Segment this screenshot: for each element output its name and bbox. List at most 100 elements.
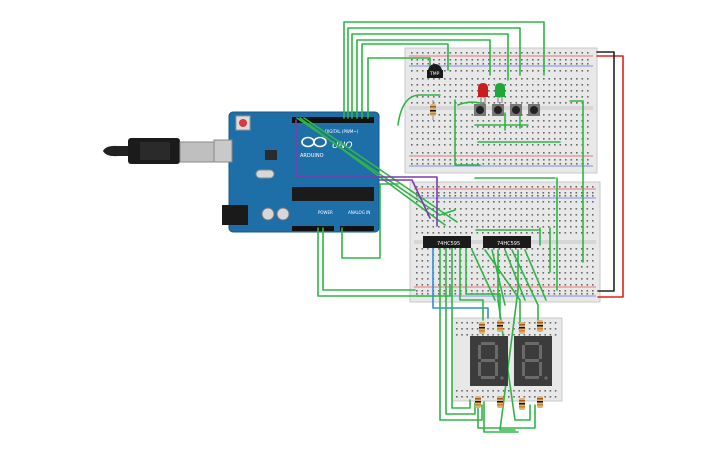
breadboard-hole bbox=[586, 272, 589, 274]
breadboard-hole bbox=[499, 132, 501, 134]
breadboard-hole bbox=[570, 290, 572, 292]
wire-blue[interactable] bbox=[432, 247, 489, 319]
breadboard-hole bbox=[438, 254, 440, 256]
arduino-board[interactable]: ARDUINO UNO DIGITAL (PWM~) POWER ANALOG … bbox=[213, 111, 380, 233]
push-button-1[interactable] bbox=[474, 104, 486, 116]
breadboard-hole bbox=[444, 114, 446, 116]
breadboard-hole bbox=[537, 226, 539, 228]
breadboard-hole bbox=[493, 220, 495, 222]
seven-segment-left[interactable] bbox=[470, 336, 508, 386]
breadboard-hole bbox=[554, 144, 556, 146]
wire-green-top[interactable] bbox=[343, 21, 561, 166]
breadboard-hole bbox=[520, 284, 523, 286]
breadboard-hole bbox=[476, 266, 479, 268]
led-green[interactable] bbox=[495, 83, 505, 103]
breadboard-hole bbox=[460, 90, 463, 92]
seven-segment-right[interactable] bbox=[514, 336, 552, 386]
breadboard-hole bbox=[549, 390, 552, 392]
breadboard-hole bbox=[559, 293, 561, 295]
breadboard-hole bbox=[482, 138, 485, 140]
breadboard-hole bbox=[488, 102, 490, 104]
breadboard-hole bbox=[542, 254, 545, 256]
breadboard-hole bbox=[460, 102, 463, 104]
breadboard-hole bbox=[438, 278, 440, 280]
breadboard-hole bbox=[493, 192, 495, 194]
temperature-sensor[interactable]: TMP bbox=[427, 64, 443, 78]
breadboard-hole bbox=[460, 120, 463, 122]
breadboard-hole bbox=[553, 266, 556, 268]
breadboard-hole bbox=[510, 144, 512, 146]
breadboard-hole bbox=[565, 163, 567, 165]
breadboard-hole bbox=[427, 126, 430, 128]
breadboard-hole bbox=[443, 214, 446, 216]
breadboard-hole bbox=[508, 328, 510, 330]
breadboard-hole bbox=[553, 290, 556, 292]
breadboard-hole bbox=[482, 290, 484, 292]
push-button-3[interactable] bbox=[510, 104, 522, 116]
breadboard-hole bbox=[570, 126, 573, 128]
breadboard-hole bbox=[586, 284, 589, 286]
breadboard-hole bbox=[449, 232, 451, 234]
shift-register-right[interactable]: 74HC595 bbox=[483, 236, 531, 248]
breadboard-hole bbox=[570, 208, 572, 210]
breadboard-hole bbox=[543, 78, 545, 80]
breadboard-hole bbox=[523, 334, 526, 336]
breadboard-hole bbox=[444, 163, 446, 165]
push-button-4[interactable] bbox=[528, 104, 540, 116]
breadboard-hole bbox=[554, 390, 557, 392]
breadboard-hole bbox=[509, 232, 512, 234]
wire-chip-to-display[interactable] bbox=[439, 227, 547, 433]
breadboard-hole bbox=[587, 84, 589, 86]
breadboard-hole bbox=[587, 70, 589, 72]
breadboard-hole bbox=[460, 220, 462, 222]
breadboard-hole bbox=[504, 63, 507, 65]
breadboard-hole bbox=[421, 293, 424, 295]
breadboard-hole bbox=[587, 138, 589, 140]
breadboard-hole bbox=[422, 63, 424, 65]
breadboard-hole bbox=[526, 78, 529, 80]
breadboard-hole bbox=[416, 132, 419, 134]
breadboard-hole bbox=[581, 226, 583, 228]
breadboard-hole bbox=[482, 59, 485, 61]
breadboard-hole bbox=[570, 284, 572, 286]
breadboard-hole bbox=[559, 208, 561, 210]
led-red[interactable] bbox=[478, 83, 488, 103]
breadboard-hole bbox=[454, 290, 457, 292]
breadboard-hole bbox=[553, 192, 556, 194]
breadboard-hole bbox=[576, 84, 578, 86]
breadboard-hole bbox=[531, 284, 534, 286]
breadboard-hole bbox=[581, 195, 583, 197]
shift-register-left[interactable]: 74HC595 bbox=[423, 236, 471, 248]
breadboard-hole bbox=[543, 132, 545, 134]
breadboard-hole bbox=[460, 186, 462, 188]
breadboard-hole bbox=[487, 328, 489, 330]
push-button-2[interactable] bbox=[492, 104, 504, 116]
breadboard-hole bbox=[471, 84, 474, 86]
breadboard-hole bbox=[534, 396, 536, 398]
breadboard-hole bbox=[504, 254, 506, 256]
breadboard-hole bbox=[460, 114, 463, 116]
breadboard-hole bbox=[421, 260, 424, 262]
wire-purple[interactable] bbox=[295, 119, 438, 227]
breadboard-hole bbox=[531, 254, 534, 256]
breadboard-hole bbox=[454, 248, 457, 250]
wire-power[interactable] bbox=[474, 51, 624, 298]
breadboard-hole bbox=[510, 90, 512, 92]
breadboard-hole bbox=[570, 144, 573, 146]
breadboard-hole bbox=[493, 90, 496, 92]
breadboard-hole bbox=[586, 214, 589, 216]
breadboard-hole bbox=[438, 78, 441, 80]
breadboard-hole bbox=[438, 201, 440, 203]
breadboard-hole bbox=[504, 266, 506, 268]
breadboard-hole bbox=[513, 328, 515, 330]
breadboard-hole bbox=[576, 120, 578, 122]
breadboard-hole bbox=[544, 322, 546, 324]
breadboard-hole bbox=[454, 186, 457, 188]
breadboard-hole bbox=[508, 334, 510, 336]
breadboard-hole bbox=[592, 278, 594, 280]
wire-arduino-to-chips[interactable] bbox=[296, 117, 458, 297]
breadboard-hole bbox=[476, 390, 479, 392]
breadboard-hole bbox=[531, 226, 534, 228]
breadboard-hole bbox=[521, 132, 523, 134]
